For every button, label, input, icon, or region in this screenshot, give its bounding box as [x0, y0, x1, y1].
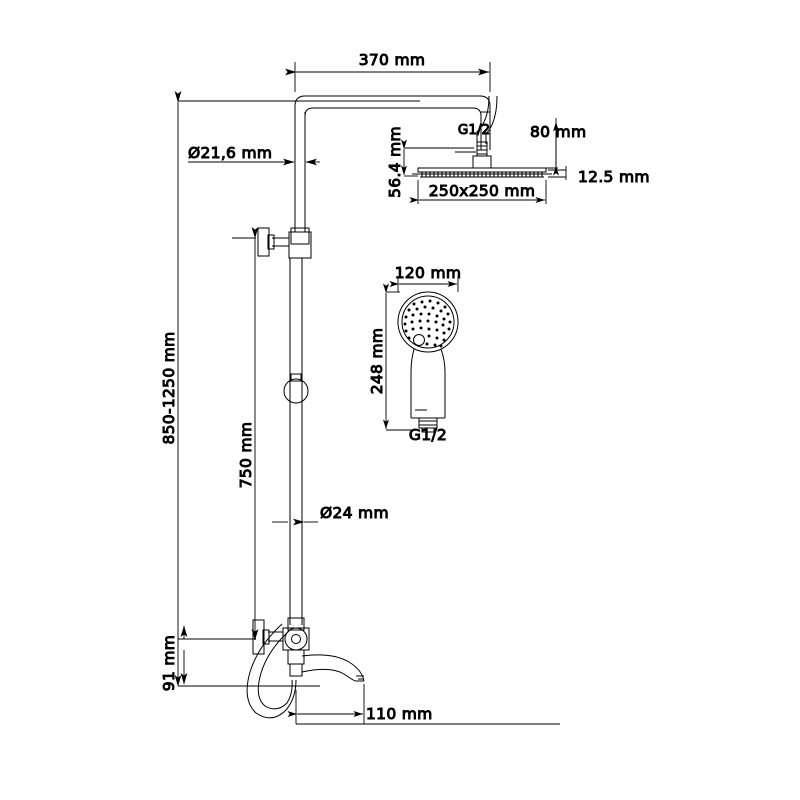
mixer-cartridge-center	[291, 634, 301, 644]
mixer-collar-top	[287, 617, 305, 631]
label-overall-height-range: 850-1250 mm	[160, 331, 178, 444]
label-slider-height: 750 mm	[237, 422, 255, 489]
handle-right-edge	[440, 348, 446, 418]
hose-guide-tab	[290, 373, 302, 382]
hand-shower-face-inner	[401, 295, 455, 349]
overhead-shower-head-detail	[412, 95, 552, 178]
hose-guide-ring	[283, 378, 309, 404]
dimension-labels: 370 mm Ø21,6 mm G1/2 80 mm 56.4 mm 12.5 …	[160, 51, 650, 724]
label-head-drop-height: 80 mm	[530, 123, 586, 141]
dimension-lines	[174, 62, 567, 725]
label-head-size: 250x250 mm	[429, 182, 535, 200]
spout-lower-curve	[301, 668, 357, 682]
arm-outer-edge	[294, 95, 491, 150]
hand-shower-thread-end	[421, 427, 435, 433]
head-plate	[417, 167, 547, 173]
label-arm-length: 370 mm	[359, 51, 426, 69]
label-spout-reach: 110 mm	[366, 705, 433, 723]
label-hand-shower-thread: G1/2	[409, 426, 447, 444]
label-mixer-height: 91 mm	[160, 635, 178, 691]
diverter-collar-top	[290, 227, 310, 245]
mixer-body	[282, 627, 310, 651]
head-inlet-pipe-right	[485, 95, 498, 144]
label-hand-shower-width: 120 mm	[395, 264, 462, 282]
hand-shower-mode-button	[413, 334, 425, 346]
hand-shower-face-outer	[397, 291, 459, 353]
handle-knob	[257, 227, 270, 257]
label-head-thread: G1/2	[458, 122, 490, 138]
hose-outer	[246, 623, 297, 719]
handle-left-edge	[410, 348, 415, 418]
label-bar-diameter: Ø24 mm	[320, 504, 389, 522]
head-swivel-block	[472, 155, 492, 169]
label-head-thickness: 12.5 mm	[578, 168, 650, 186]
hand-shower-detail	[397, 291, 459, 433]
label-riser-diameter: Ø21,6 mm	[188, 144, 272, 162]
head-nozzle-row	[420, 172, 544, 178]
hand-shower-nozzle-dots	[403, 299, 452, 348]
spout-upper-curve	[301, 654, 365, 682]
hose-inner	[257, 629, 293, 710]
label-hand-shower-length: 248 mm	[368, 328, 386, 395]
spout-neck	[287, 649, 305, 665]
head-inlet-pipe-left	[476, 95, 490, 144]
diverter-body	[288, 231, 312, 259]
label-head-offset-vertical: 56.4 mm	[386, 126, 404, 198]
handle-neck	[267, 234, 275, 250]
spout-base	[289, 663, 303, 677]
